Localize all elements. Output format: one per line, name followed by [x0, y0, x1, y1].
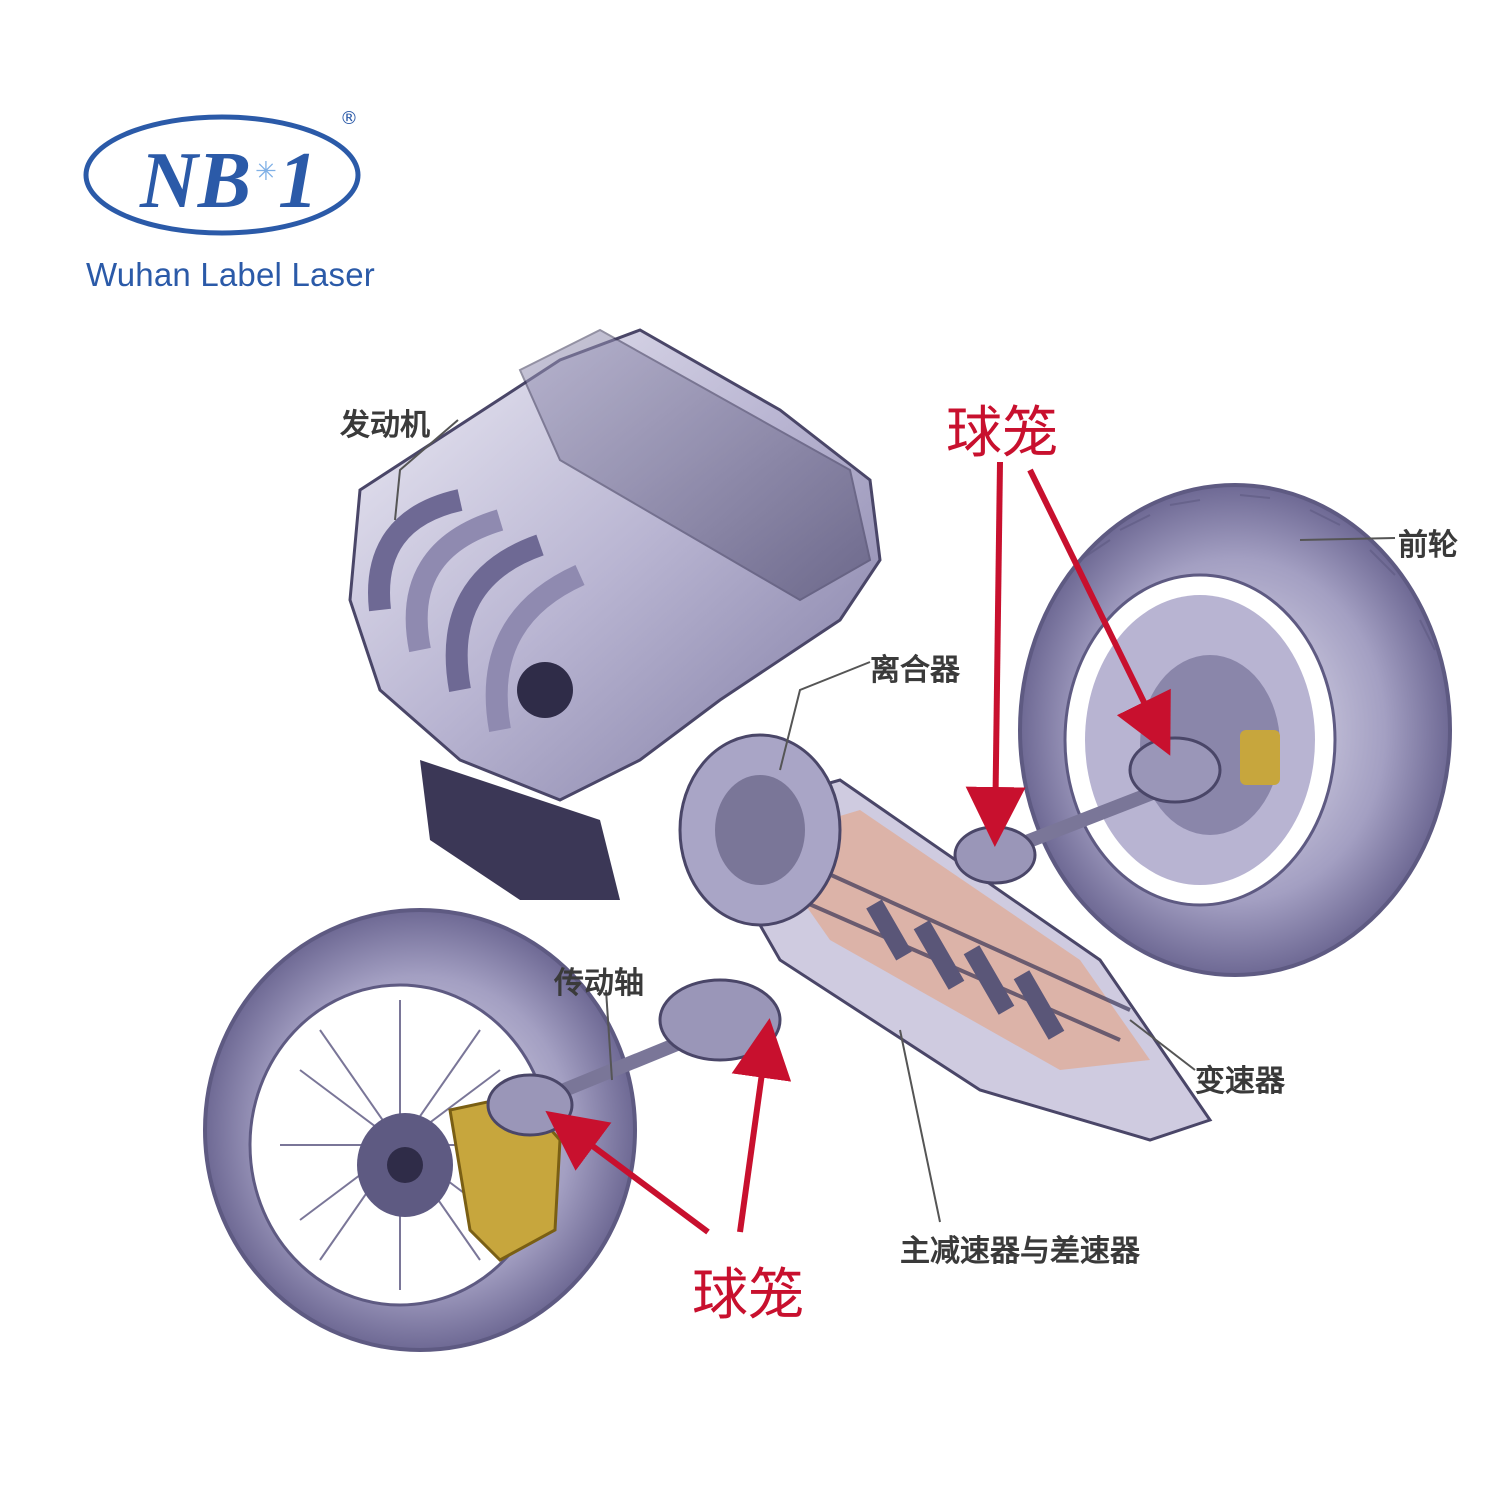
cv-joint-outer-right: [1128, 736, 1222, 804]
company-logo: NB ✳ 1 ®: [83, 108, 361, 236]
arrow-to-inner-cv-left: [731, 1018, 792, 1233]
arrow-to-outer-cv-right: [1027, 468, 1171, 756]
label-clutch: 离合器: [870, 653, 960, 688]
callout-cv-joint-bottom: 球笼: [692, 1263, 804, 1328]
callout-cv-joint-top: 球笼: [946, 401, 1058, 466]
front-wheel-right: [1018, 483, 1452, 977]
cv-joint-outer-left: [486, 1073, 574, 1137]
arrow-to-inner-cv-right: [965, 461, 1026, 847]
engine-illustration: [348, 328, 882, 900]
registered-mark-icon: ®: [340, 108, 358, 129]
company-name: Wuhan Label Laser: [86, 256, 375, 293]
svg-text:1: 1: [278, 137, 318, 225]
label-final-drive-differential: 主减速器与差速器: [900, 1234, 1140, 1269]
callout-arrows: [545, 461, 1171, 1235]
leader-lines: [394, 419, 1396, 1223]
cv-joint-inner-right: [953, 825, 1037, 885]
transmission-illustration: [678, 733, 1213, 1142]
label-transmission: 变速器: [1195, 1064, 1285, 1099]
cv-joint-inner-left: [658, 978, 782, 1062]
label-drive-shaft: 传动轴: [554, 966, 644, 1001]
label-front-wheel: 前轮: [1398, 528, 1458, 563]
logo-star-icon: ✳: [255, 157, 277, 187]
arrow-to-outer-cv-left: [545, 1110, 710, 1235]
logo-wordmark: NB: [139, 137, 251, 225]
label-engine: 发动机: [340, 408, 430, 443]
